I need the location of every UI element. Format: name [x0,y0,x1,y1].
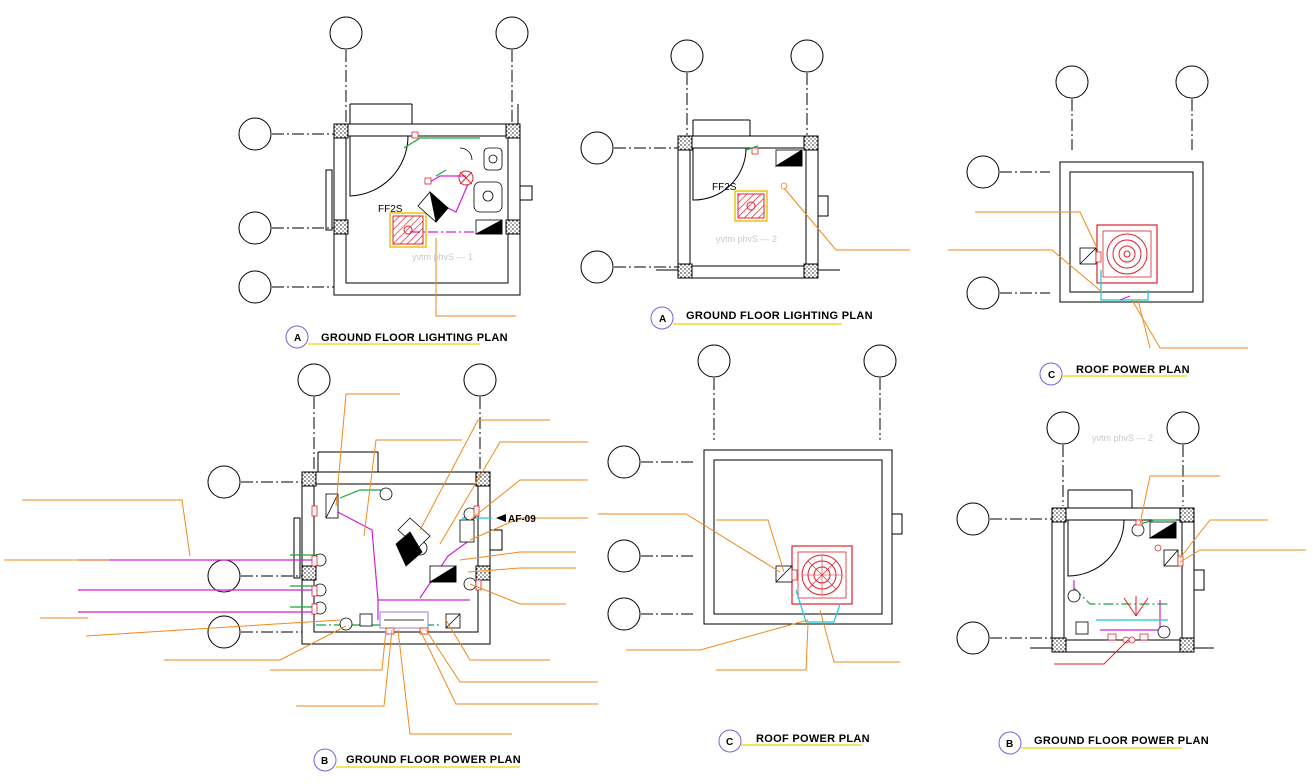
leader-line [435,238,516,317]
device-marker [1107,519,1184,644]
power-circuit [795,589,841,623]
room-walls [1059,161,1204,303]
wall-columns [677,135,819,279]
plan-a-lighting-1: FF2S yvtm phvS — 1 A GROUND FLOOR LIGHTI… [238,16,533,349]
room-walls [325,103,533,296]
power-circuit [1119,295,1131,301]
grid-bubble-icon [956,411,1200,655]
leader-line [1054,475,1306,665]
exhaust-fan-icon [458,170,474,186]
grid-bubble-icon [207,363,497,649]
drawing-title: GROUND FLOOR LIGHTING PLAN [686,310,873,322]
room-walls [656,119,840,279]
light-fixture-icon [734,190,768,222]
drawing-title-block: A GROUND FLOOR LIGHTING PLAN [650,306,873,330]
panel-reference-label: AF-09 [508,514,536,525]
leader-line [948,211,1248,349]
drawing-tag: A [659,314,666,325]
drawing-title: GROUND FLOOR LIGHTING PLAN [321,332,508,344]
distribution-board-icon [775,565,798,583]
plan-b-power-1: AF-09 B GROUND FLOOR POWER PLAN [4,363,598,772]
drawing-title-block: C ROOF POWER PLAN [718,729,870,753]
drawing-tag: A [294,333,301,344]
socket-outlet-icon [313,487,477,631]
grid-bubble-icon [238,16,529,304]
switch-box-icon [411,131,503,235]
leader-line [4,393,598,735]
leader-line [598,513,900,671]
callout-label: AF-09 [496,514,536,525]
drawing-title-block: B GROUND FLOOR POWER PLAN [313,748,521,772]
feeder-circuit [78,554,318,613]
wall-columns [333,123,521,235]
lighting-circuit [745,145,759,151]
device-marker [311,505,482,635]
switch-box-icon [1075,521,1179,635]
drawing-tag: B [321,756,328,767]
faint-room-label: yvtm phvS — 2 [716,234,777,244]
exhaust-fan-icon [791,545,853,605]
wall-columns [301,471,491,581]
grid-bubble-icon [607,344,897,631]
plan-b-power-2: yvtm phvS — 2 [956,411,1306,755]
drawing-title: ROOF POWER PLAN [1076,364,1190,376]
switch-box-icon [751,147,803,190]
sanitary-fixtures [459,147,503,213]
fixture-label: FF2S [378,204,403,215]
fixture-label: FF2S [712,182,737,193]
light-fixture-icon [389,212,427,248]
plan-c-roof-power-2: C ROOF POWER PLAN [598,344,903,753]
wall-columns [1051,507,1195,653]
drawing-tag: C [1048,370,1055,381]
plan-a-lighting-2: FF2S yvtm phvS — 2 A GROUND FLOOR LIGHTI… [580,39,910,330]
drawing-title-block: A GROUND FLOOR LIGHTING PLAN [285,325,508,349]
drawing-title: GROUND FLOOR POWER PLAN [346,754,521,766]
grid-bubble-icon [580,39,824,284]
exhaust-fan-icon [1096,224,1158,284]
distribution-board-icon [1079,247,1102,265]
faint-room-label: yvtm phvS — 1 [412,252,473,262]
plan-c-roof-power-1: C ROOF POWER PLAN [948,65,1248,386]
power-circuit [1100,270,1149,301]
drawing-title: ROOF POWER PLAN [756,733,870,745]
faint-room-label: yvtm phvS — 2 [1092,433,1153,443]
switch-box-icon [325,493,475,629]
drawing-tag: C [726,737,733,748]
socket-outlet-icon [1067,523,1171,639]
drawing-title-block: B GROUND FLOOR POWER PLAN [998,731,1209,755]
drawing-title-block: C ROOF POWER PLAN [1039,362,1190,386]
leader-line [783,187,910,251]
drawing-tag: B [1006,739,1013,750]
room-walls [703,449,903,625]
grid-bubble-icon [966,65,1209,310]
drawing-title: GROUND FLOOR POWER PLAN [1034,735,1209,747]
emergency-light-icon [1123,596,1149,617]
